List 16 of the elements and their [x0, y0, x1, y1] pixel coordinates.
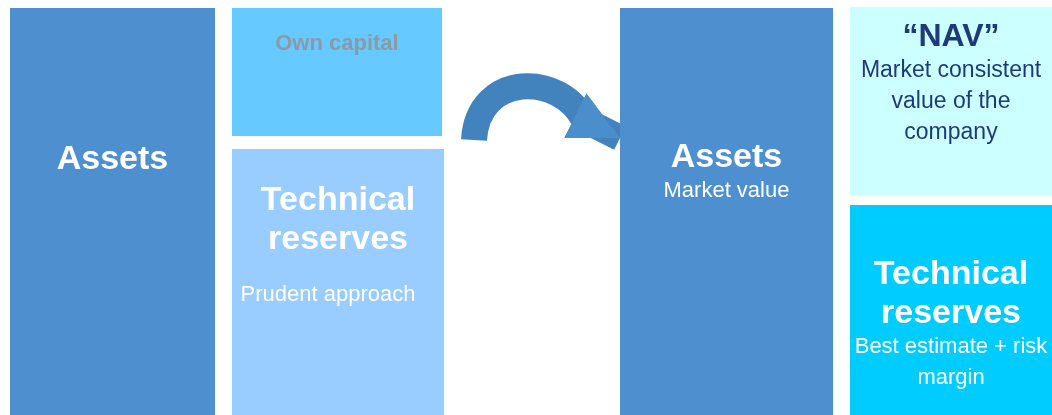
balance-sheet-block	[850, 205, 1052, 415]
block-note: Prudent approach	[240, 280, 416, 309]
block-note: Market consistent value of the company	[859, 54, 1043, 146]
balance-sheet-block	[850, 7, 1052, 195]
balance-sheet-block	[620, 8, 833, 415]
block-heading: Technical reserves	[872, 253, 1030, 332]
balance-sheet-block	[232, 149, 444, 415]
block-heading: “NAV”	[902, 17, 1000, 54]
block-note: Market value	[663, 176, 790, 205]
balance-sheet-block	[10, 8, 215, 415]
balance-sheet-block	[232, 8, 442, 136]
block-note: Best estimate + risk margin	[854, 332, 1048, 391]
block-heading: Assets	[670, 136, 783, 176]
block-heading: Technical reserves	[259, 179, 417, 258]
block-heading: Assets	[56, 138, 169, 178]
block-heading: Own capital	[275, 30, 399, 56]
